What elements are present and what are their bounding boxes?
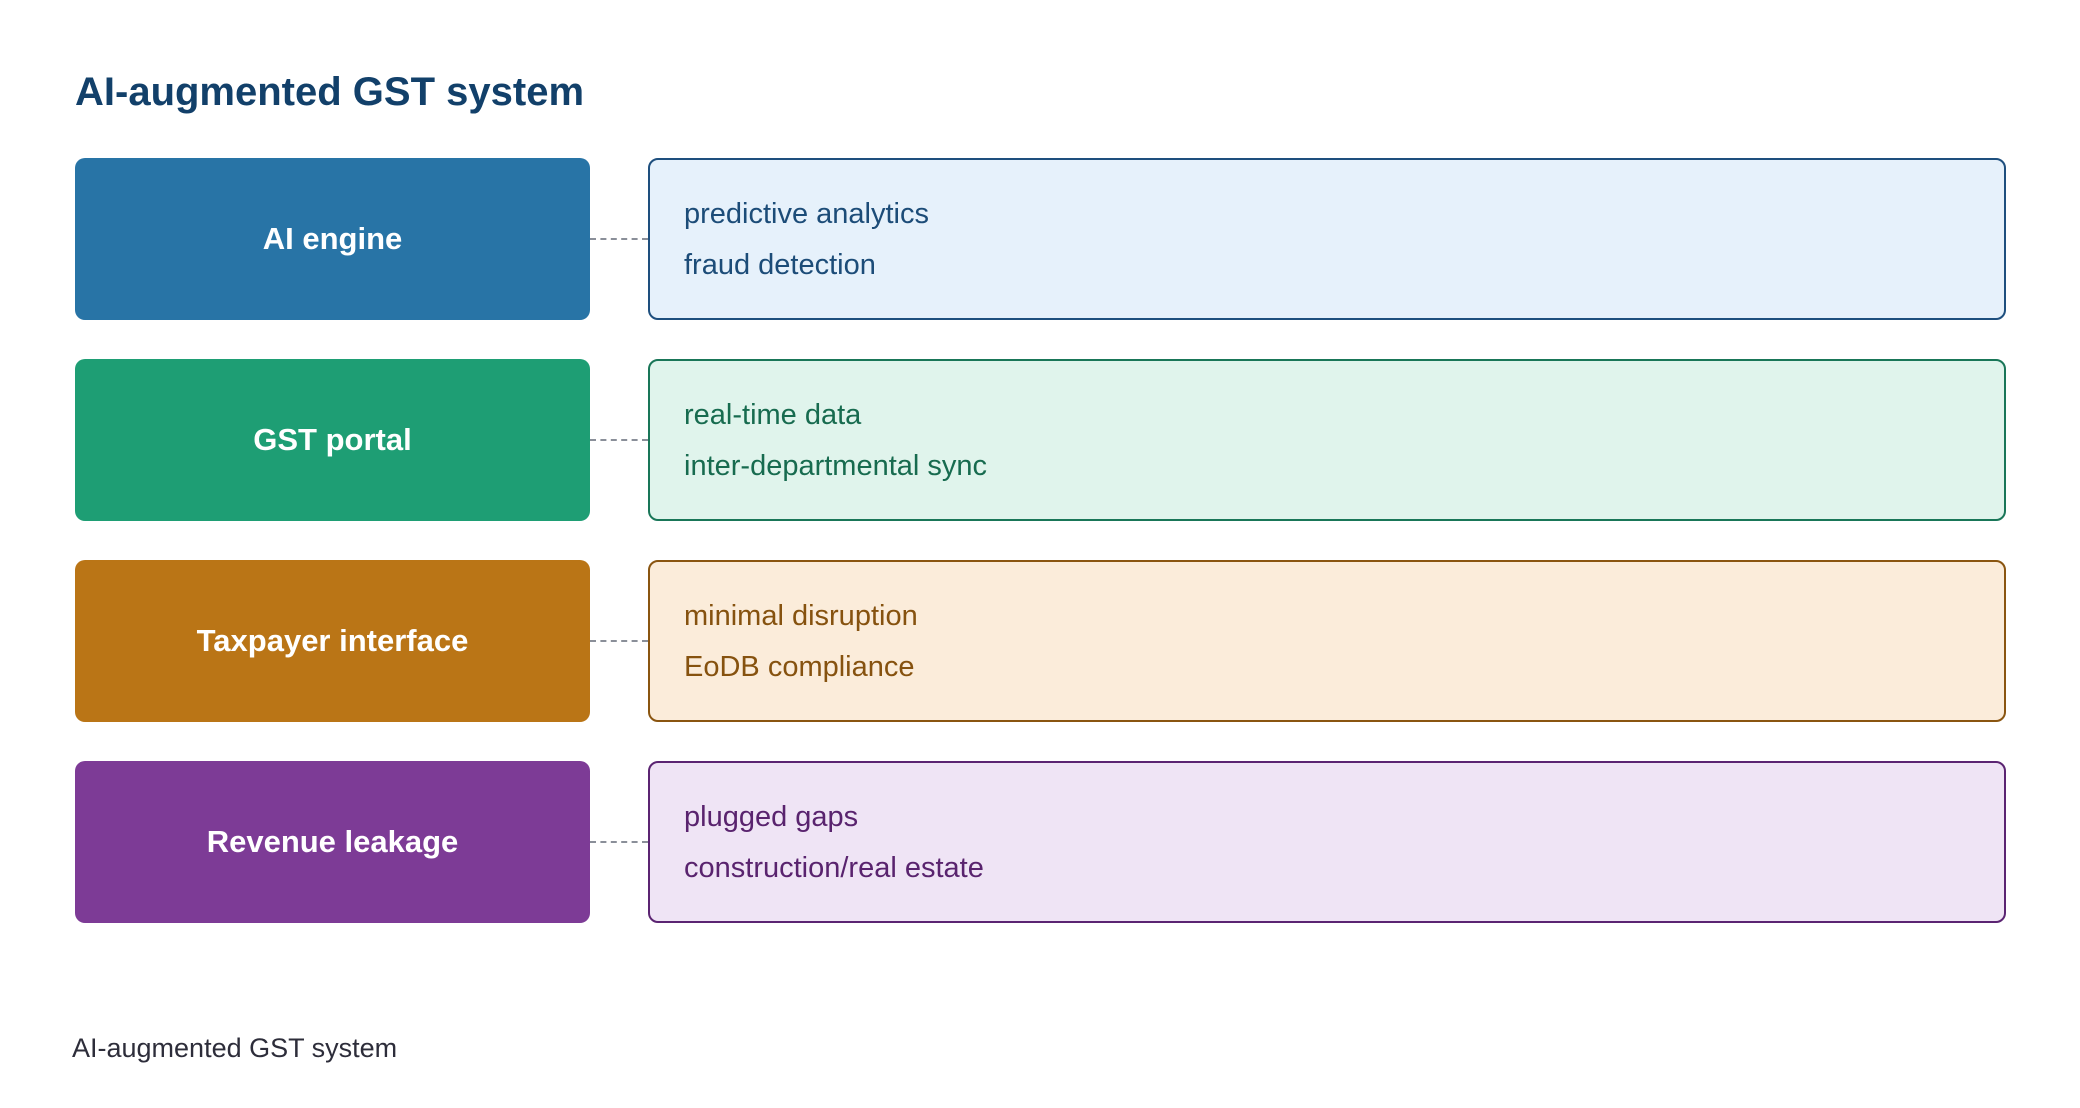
detail-panel-gst-portal: real-time data inter-departmental sync bbox=[648, 359, 2006, 521]
component-box-ai-engine: AI engine bbox=[75, 158, 590, 320]
row-taxpayer-interface: Taxpayer interface minimal disruption Eo… bbox=[75, 560, 2008, 722]
detail-item: predictive analytics bbox=[684, 198, 929, 230]
detail-panel-ai-engine: predictive analytics fraud detection bbox=[648, 158, 2006, 320]
dashed-connector bbox=[590, 238, 648, 240]
row-ai-engine: AI engine predictive analytics fraud det… bbox=[75, 158, 2008, 320]
component-box-gst-portal: GST portal bbox=[75, 359, 590, 521]
detail-panel-revenue-leakage: plugged gaps construction/real estate bbox=[648, 761, 2006, 923]
row-gst-portal: GST portal real-time data inter-departme… bbox=[75, 359, 2008, 521]
detail-panel-taxpayer-interface: minimal disruption EoDB compliance bbox=[648, 560, 2006, 722]
row-revenue-leakage: Revenue leakage plugged gaps constructio… bbox=[75, 761, 2008, 923]
dashed-connector bbox=[590, 841, 648, 843]
component-box-revenue-leakage: Revenue leakage bbox=[75, 761, 590, 923]
detail-item: EoDB compliance bbox=[684, 651, 915, 683]
component-box-taxpayer-interface: Taxpayer interface bbox=[75, 560, 590, 722]
detail-item: inter-departmental sync bbox=[684, 450, 988, 482]
diagram-rows: AI engine predictive analytics fraud det… bbox=[75, 158, 2008, 962]
detail-item: real-time data bbox=[684, 399, 862, 431]
component-label: Revenue leakage bbox=[206, 824, 459, 859]
component-label: GST portal bbox=[253, 422, 412, 457]
figure-caption: AI-augmented GST system bbox=[72, 1033, 398, 1063]
component-label: Taxpayer interface bbox=[196, 623, 469, 658]
dashed-connector bbox=[590, 640, 648, 642]
detail-item: fraud detection bbox=[684, 249, 876, 281]
dashed-connector bbox=[590, 439, 648, 441]
detail-item: construction/real estate bbox=[684, 852, 984, 884]
diagram-title: AI-augmented GST system bbox=[75, 70, 585, 114]
detail-item: minimal disruption bbox=[684, 600, 918, 632]
detail-item: plugged gaps bbox=[684, 801, 859, 833]
component-label: AI engine bbox=[262, 221, 403, 256]
